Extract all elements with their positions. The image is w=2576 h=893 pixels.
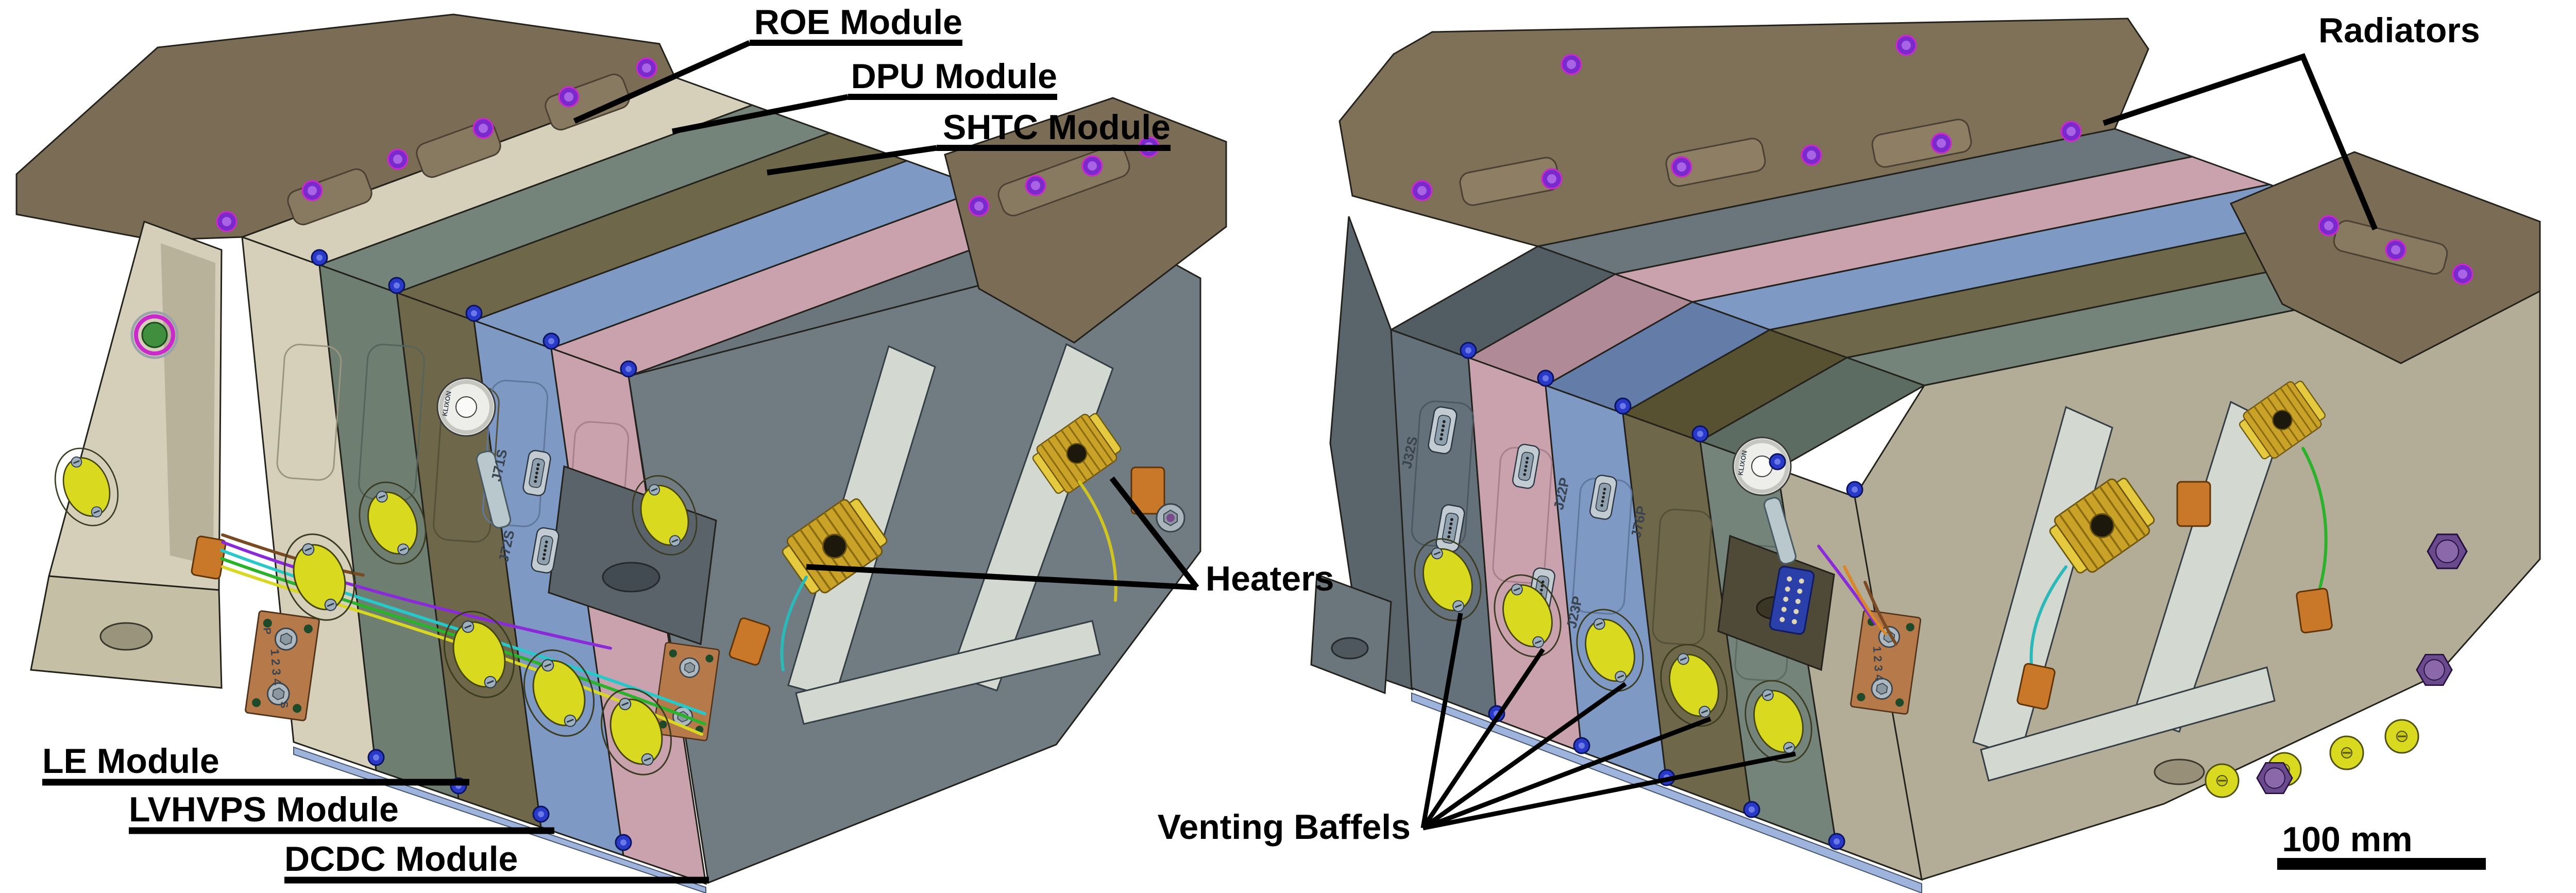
venting-baffels-label: Venting Baffels: [1158, 807, 1411, 847]
left-assembly-view: KLIXON J71S J72S P 1 2 3 4 S: [15, 13, 1227, 893]
heaters-label: Heaters: [1206, 559, 1334, 598]
radiators-leader-line: [2103, 53, 2378, 231]
cable-clamp-orange: [2176, 481, 2211, 527]
radiators-label: Radiators: [2318, 11, 2480, 50]
callout-heaters: Heaters: [806, 476, 1334, 598]
cable-clamp-orange: [728, 617, 771, 666]
callout-roe-module: ROE Module: [573, 3, 962, 124]
callout-venting-baffels: Venting Baffels: [1158, 613, 1796, 847]
scale-bar-label: 100 mm: [2282, 820, 2412, 859]
right-thermostat: KLIXON: [1733, 437, 1815, 635]
hex-bolt-steel: [1156, 503, 1185, 533]
green-fastener: [130, 311, 179, 359]
shtc-module-label: SHTC Module: [943, 108, 1171, 147]
thermostat-disc: KLIXON: [437, 378, 512, 529]
left-end-bracket: [30, 221, 223, 689]
heater-wire-green: [2301, 447, 2328, 610]
callout-lvhvps-module: LVHVPS Module: [129, 790, 554, 834]
venting-leader-2: [1421, 648, 1545, 830]
venting-leader-4: [1422, 716, 1711, 831]
callout-radiators: Radiators: [2103, 11, 2480, 231]
scale-bar-rule: [2277, 858, 2486, 870]
terminal-block-left: P 1 2 3 4 S: [244, 610, 320, 722]
heaters-leader-lower: [806, 564, 1197, 591]
terminal-pin-numbers: 1 2 3 4: [268, 648, 284, 685]
callout-dcdc-module: DCDC Module: [284, 839, 709, 884]
lvhvps-module-label: LVHVPS Module: [129, 790, 399, 829]
left-assembly-rear-radiator: [944, 97, 1227, 344]
right-side-gussets: [1972, 400, 2283, 785]
callout-le-module: LE Module: [42, 742, 469, 786]
cable-clamp-orange: [1130, 466, 1165, 515]
dpu-leader-line: [671, 94, 849, 134]
roe-module-label: ROE Module: [754, 3, 962, 42]
venting-leader-5: [1422, 751, 1796, 831]
roe-leader-line: [573, 40, 751, 124]
venting-leader-3: [1421, 682, 1627, 830]
shtc-leader-line: [767, 145, 937, 176]
venting-leader-1: [1420, 613, 1463, 829]
terminal-label-p: P: [261, 627, 273, 635]
scale-bar: 100 mm: [2277, 820, 2486, 870]
terminal-label-s: S: [278, 701, 290, 709]
cable-clamp-orange: [2016, 663, 2056, 710]
dcdc-module-label: DCDC Module: [284, 839, 518, 879]
terminal-block-right: 1 2 3 4: [1817, 545, 1922, 715]
right-assembly-view: J32S J22P J23P J76P KLIXON 1: [1310, 18, 2541, 893]
right-left-edge: [1329, 216, 1414, 691]
heater-wire-cyan: [780, 576, 808, 671]
callout-dpu-module: DPU Module: [671, 57, 1057, 134]
le-module-label: LE Module: [42, 742, 219, 781]
heaters-leader-upper: [1109, 476, 1199, 589]
terminal-pin-numbers: 1 2 3 4: [1871, 646, 1886, 682]
left-assembly-front-radiator: [15, 13, 676, 241]
right-assembly-front-radiator: [1338, 18, 2149, 247]
cable-clamp-orange: [2296, 587, 2333, 634]
right-assembly-rear-radiator: [2229, 151, 2541, 364]
callout-shtc-module: SHTC Module: [767, 108, 1171, 176]
annotations: ROE Module DPU Module SHTC Module Radiat…: [42, 3, 2486, 884]
dpu-module-label: DPU Module: [851, 57, 1057, 96]
